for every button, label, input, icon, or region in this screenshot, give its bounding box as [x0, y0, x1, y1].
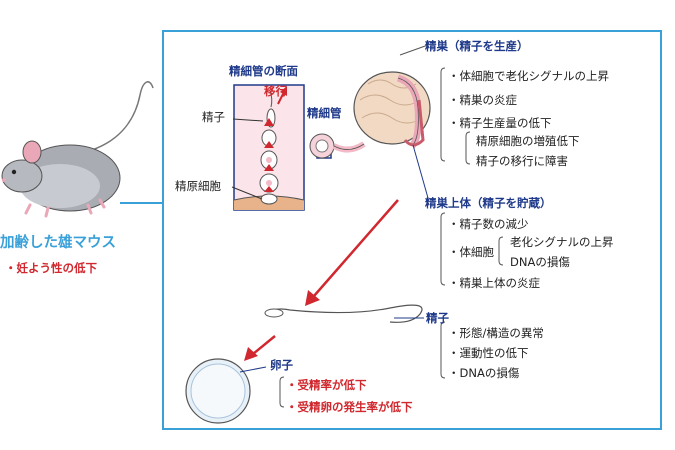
- epididymis-item-3: ・精巣上体の炎症: [448, 276, 540, 290]
- sperm-item-2: ・運動性の低下: [448, 346, 529, 360]
- epididymis-subitem-1: 老化シグナルの上昇: [510, 235, 614, 249]
- testis-item-2: ・精巣の炎症: [448, 93, 517, 107]
- sperm-illustration: [264, 304, 424, 323]
- epididymis-subitem-2: DNAの損傷: [510, 255, 570, 269]
- epididymis-somatic-label: ・体細胞: [448, 245, 494, 259]
- testis-illustration: [309, 44, 431, 199]
- egg-item-1: ・受精率が低下: [286, 378, 367, 392]
- mouse-effect: ・妊よう性の低下: [5, 261, 97, 275]
- sperm-item-1: ・形態/構造の異常: [448, 326, 544, 340]
- migration-label: 移行: [264, 84, 287, 98]
- spermatogonia-label: 精原細胞: [175, 179, 221, 193]
- bracket-lines: [279, 67, 504, 408]
- sperm-cell-label: 精子: [202, 110, 225, 124]
- epididymis-title: 精巣上体（精子を貯蔵）: [425, 196, 552, 210]
- testis-item-3: ・精子生産量の低下: [448, 116, 552, 130]
- tubule-label: 精細管: [307, 106, 342, 120]
- cross-section-illustration: [231, 84, 305, 211]
- testis-title: 精巣（精子を生産）: [425, 39, 529, 53]
- testis-subitem-1: 精原細胞の増殖低下: [476, 134, 580, 148]
- arrow-to-egg: [252, 335, 276, 355]
- sperm-title: 精子: [426, 311, 449, 325]
- egg-illustration: [185, 358, 267, 424]
- arrow-to-sperm: [313, 199, 399, 297]
- sperm-item-3: ・DNAの損傷: [448, 366, 520, 380]
- cross-section-title: 精細管の断面: [229, 64, 298, 78]
- testis-subitem-2: 精子の移行に障害: [476, 154, 568, 168]
- mouse-illustration: [1, 81, 154, 218]
- egg-title: 卵子: [270, 358, 293, 372]
- diagram-frame: [162, 30, 662, 430]
- epididymis-item-1: ・精子数の減少: [448, 217, 529, 231]
- mouse-title: 加齢した雄マウス: [0, 235, 116, 251]
- testis-item-1: ・体細胞で老化シグナルの上昇: [448, 69, 609, 83]
- egg-item-2: ・受精卵の発生率が低下: [286, 400, 413, 414]
